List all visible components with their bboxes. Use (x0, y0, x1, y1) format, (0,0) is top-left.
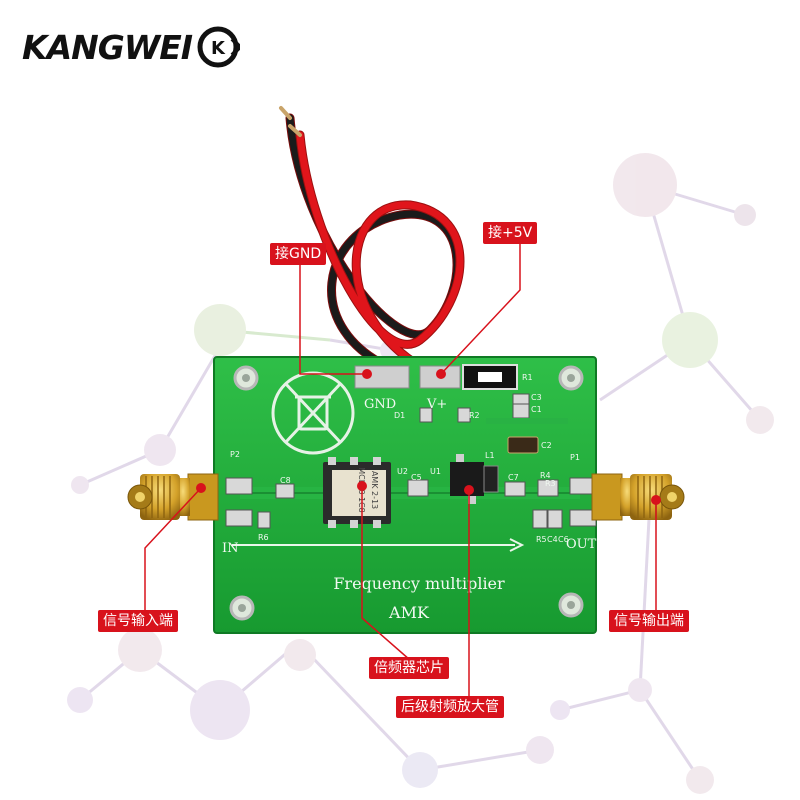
ref-c3: C3 (531, 393, 542, 402)
ref-p1: P1 (570, 453, 580, 462)
ref-c4: C4 (547, 535, 558, 544)
callout-multiplier-chip: 倍频器芯片 (369, 657, 449, 679)
ref-c7: C7 (508, 473, 519, 482)
ref-r5: R5 (536, 535, 547, 544)
callout-dots (196, 369, 661, 505)
callout-5v: 接+5V (483, 222, 538, 244)
callout-signal-input: 信号输入端 (98, 610, 178, 632)
ref-d1: D1 (394, 411, 405, 420)
ref-c6: C6 (558, 535, 569, 544)
ref-p2: P2 (230, 450, 240, 459)
callout-gnd: 接GND (270, 243, 327, 265)
ref-r3: R3 (545, 479, 556, 488)
callout-signal-output: 信号输出端 (609, 610, 689, 632)
label-vplus: V+ (426, 397, 447, 412)
label-out: OUT (566, 537, 597, 552)
sma-connector-out (591, 473, 685, 521)
label-gnd: GND (364, 397, 396, 412)
brand-logo: KANGWEI K (22, 22, 241, 72)
brand-name: KANGWEI (22, 27, 193, 67)
callout-leaders (144, 232, 657, 698)
power-wires (279, 106, 465, 377)
ref-r2: R2 (469, 411, 480, 420)
sma-connector-in (127, 473, 219, 521)
chip-marking-2: AMK 2-13 (370, 471, 379, 509)
label-in: IN (222, 541, 239, 556)
ref-l1: L1 (485, 451, 495, 460)
pcb-board: MCL18 1C8 AMK 2-13 GND V+ IN OUT Frequen… (213, 356, 597, 634)
board-title: Frequency multiplier (333, 574, 505, 593)
ref-u1: U1 (430, 467, 441, 476)
ref-r1: R1 (522, 373, 533, 382)
brand-mark-letter: K (211, 38, 226, 59)
ref-r6: R6 (258, 533, 269, 542)
ref-c8: C8 (280, 476, 291, 485)
brand-mark-icon: K (197, 26, 241, 68)
ref-c1: C1 (531, 405, 542, 414)
callout-rf-amplifier: 后级射频放大管 (396, 696, 504, 718)
ref-c2: C2 (541, 441, 552, 450)
weee-bin-icon (271, 371, 355, 455)
ref-u2: U2 (397, 467, 408, 476)
ref-r4: R4 (540, 471, 551, 480)
board-maker: AMK (388, 603, 430, 622)
ref-c5: C5 (411, 473, 422, 482)
